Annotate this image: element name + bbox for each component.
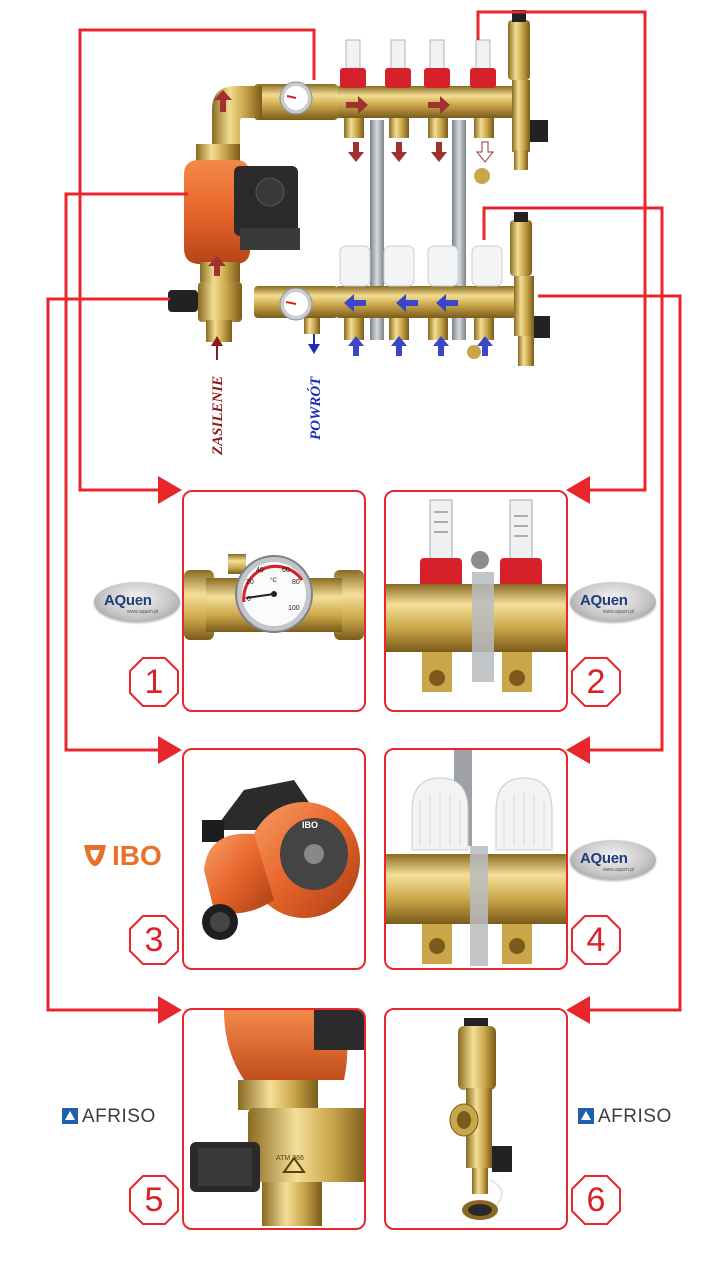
supply-flow-arrows: [208, 90, 495, 276]
detail-panel-6: [384, 1008, 568, 1230]
valve-model-label: ATM 366: [276, 1155, 304, 1162]
panel-number-1-label: 1: [144, 663, 164, 701]
mounting-brackets: [370, 120, 466, 340]
return-manifold-image: [386, 750, 566, 966]
panel-number-4-label: 4: [586, 921, 606, 959]
panel-number-5: 5: [128, 1174, 180, 1226]
panel-number-2: 2: [570, 656, 622, 708]
aquen-logo-1-text: AQuen: [104, 592, 152, 609]
afriso-logo-5: AFRISO: [62, 1106, 156, 1128]
panel-number-3: 3: [128, 914, 180, 966]
mixing-valve-image: ATM 366: [190, 1010, 364, 1226]
return-manifold-bar: [168, 212, 550, 366]
panel-number-6: 6: [570, 1174, 622, 1226]
panel-number-2-label: 2: [586, 663, 606, 701]
detail-panel-4: [384, 748, 568, 970]
afriso-logo-icon: [62, 1108, 78, 1124]
gauge-tick-60: 60: [282, 567, 290, 574]
detail-panel-2: [384, 490, 568, 712]
circulation-pump-image: IBO: [202, 780, 360, 940]
panel-number-6-label: 6: [586, 1181, 606, 1219]
afriso-logo-5-text: AFRISO: [82, 1106, 156, 1127]
gauge-tick-20: 20: [246, 579, 254, 586]
flow-meter-manifold-image: [386, 499, 566, 692]
gauge-tick-100: 100: [288, 605, 300, 612]
ibo-logo-icon: [84, 845, 106, 866]
supply-manifold-bar: [212, 10, 548, 210]
afriso-logo-6-text: AFRISO: [598, 1106, 672, 1127]
detail-panel-1: 0 20 40 60 80 100 °C: [182, 490, 366, 712]
aquen-logo-4-text: AQuen: [580, 850, 628, 867]
panel-number-3-label: 3: [144, 921, 164, 959]
aquen-logo-2-sub: www.aquen.pl: [603, 609, 635, 615]
return-flow-arrows: [344, 294, 493, 356]
panel-number-5-label: 5: [144, 1181, 164, 1219]
supply-inlet-arrow: [211, 336, 223, 360]
afriso-logo-6: AFRISO: [578, 1106, 672, 1128]
aquen-logo-1: AQuen www.aquen.pl: [94, 582, 180, 622]
detail-panel-5: ATM 366: [182, 1008, 366, 1230]
gauge-tick-0: 0: [247, 596, 251, 603]
manifold-illustration: [168, 10, 550, 366]
circulation-pump: [184, 144, 300, 282]
panel-number-1: 1: [128, 656, 180, 708]
flow-meters: [340, 39, 496, 88]
ibo-logo-text: IBO: [112, 840, 162, 871]
aquen-logo-2: AQuen www.aquen.pl: [570, 582, 656, 622]
aquen-logo-2-text: AQuen: [580, 592, 628, 609]
panel-number-4: 4: [570, 914, 622, 966]
return-outlet-arrow: [308, 334, 320, 354]
aquen-logo-4: AQuen www.aquen.pl: [570, 840, 656, 880]
afriso-logo-icon: [578, 1108, 594, 1124]
pump-brand-label: IBO: [302, 820, 318, 830]
aquen-logo-1-sub: www.aquen.pl: [127, 609, 159, 615]
air-vent-image: [449, 1018, 512, 1220]
thermometer-fitting-image: 0 20 40 60 80 100 °C: [184, 554, 364, 640]
gauge-tick-40: 40: [256, 567, 264, 574]
detail-panel-3: IBO: [182, 748, 366, 970]
aquen-logo-4-sub: www.aquen.pl: [603, 867, 635, 873]
gauge-tick-80: 80: [292, 579, 300, 586]
gauge-unit: °C: [270, 578, 277, 584]
